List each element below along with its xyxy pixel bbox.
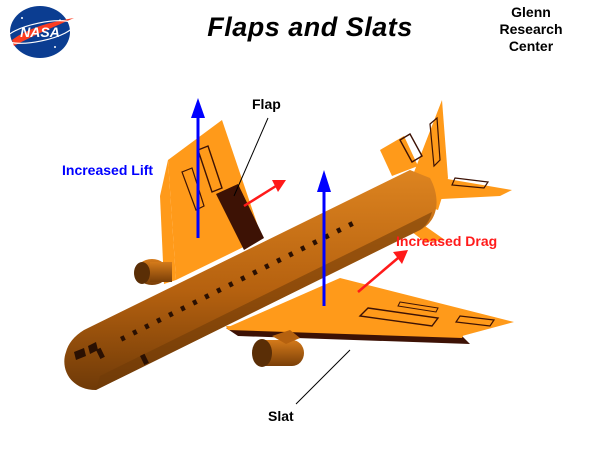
slat-leader-line: [295, 349, 351, 405]
slat-label: Slat: [268, 408, 294, 424]
increased-lift-label: Increased Lift: [62, 162, 154, 178]
page-title: Flaps and Slats: [207, 12, 413, 42]
passenger-windows: [120, 221, 354, 342]
nasa-logo: NASA: [6, 6, 74, 58]
center-name: Glenn Research Center: [476, 4, 586, 55]
near-engine: [252, 330, 304, 367]
lift-arrow-far-wing: [191, 98, 205, 238]
far-engine: [134, 259, 172, 285]
flap-leader-line: [233, 117, 269, 197]
nasa-logo-text: NASA: [20, 24, 60, 40]
increased-drag-label: Increased Drag: [396, 233, 498, 249]
center-name-line2: Research: [499, 21, 563, 37]
drag-arrow-far-wing: [243, 180, 286, 208]
lift-arrow-near-wing: [317, 170, 331, 306]
drag-arrow-near-wing: [357, 250, 408, 293]
far-wing: [160, 120, 264, 284]
center-name-line3: Center: [508, 38, 554, 54]
flap-surface: [216, 184, 264, 250]
fuselage: [64, 170, 437, 390]
center-name-line1: Glenn: [511, 4, 551, 20]
flap-label: Flap: [252, 96, 281, 112]
